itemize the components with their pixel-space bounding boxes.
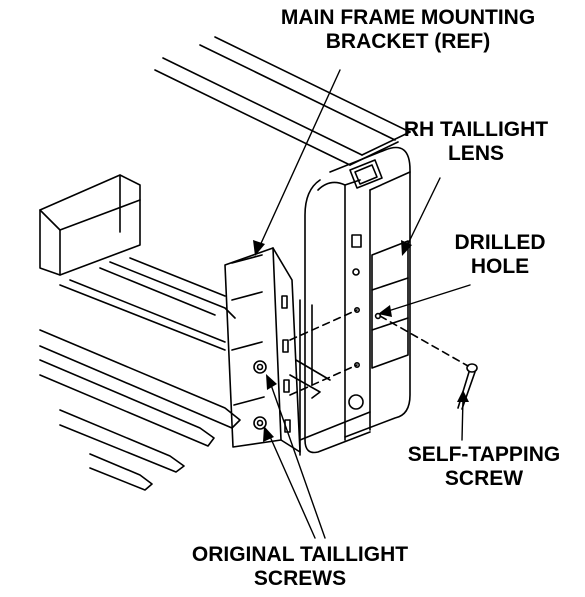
label-rh-taillight-lens: RH TAILLIGHT LENS xyxy=(378,118,574,166)
bed-floor xyxy=(39,174,371,491)
leader-lines xyxy=(257,69,471,539)
label-line: RH TAILLIGHT xyxy=(403,118,549,141)
original-taillight-screws xyxy=(253,360,267,430)
label-line: HOLE xyxy=(470,255,530,278)
label-original-taillight-screws: ORIGINAL TAILLIGHT SCREWS xyxy=(150,543,450,591)
corner-post xyxy=(299,146,411,456)
label-line: ORIGINAL TAILLIGHT xyxy=(191,543,409,566)
label-line: BRACKET (REF) xyxy=(325,30,491,53)
label-line: MAIN FRAME MOUNTING xyxy=(280,6,536,29)
taillight-lens xyxy=(371,240,409,369)
label-drilled-hole: DRILLED HOLE xyxy=(440,231,560,279)
alignment-lines xyxy=(289,309,469,396)
bed-side-rail xyxy=(154,36,411,166)
label-line: SELF-TAPPING xyxy=(407,443,561,466)
label-line: SCREW xyxy=(444,467,524,490)
label-line: LENS xyxy=(447,142,504,165)
label-main-frame-mounting-bracket: MAIN FRAME MOUNTING BRACKET (REF) xyxy=(238,6,578,54)
label-line: SCREWS xyxy=(253,567,347,590)
mount-holes xyxy=(352,268,382,368)
label-self-tapping-screw: SELF-TAPPING SCREW xyxy=(386,443,582,491)
main-frame-mounting-bracket xyxy=(224,247,301,453)
self-tapping-screw xyxy=(457,363,478,410)
label-line: DRILLED xyxy=(454,231,546,254)
arrowheads xyxy=(253,240,469,442)
